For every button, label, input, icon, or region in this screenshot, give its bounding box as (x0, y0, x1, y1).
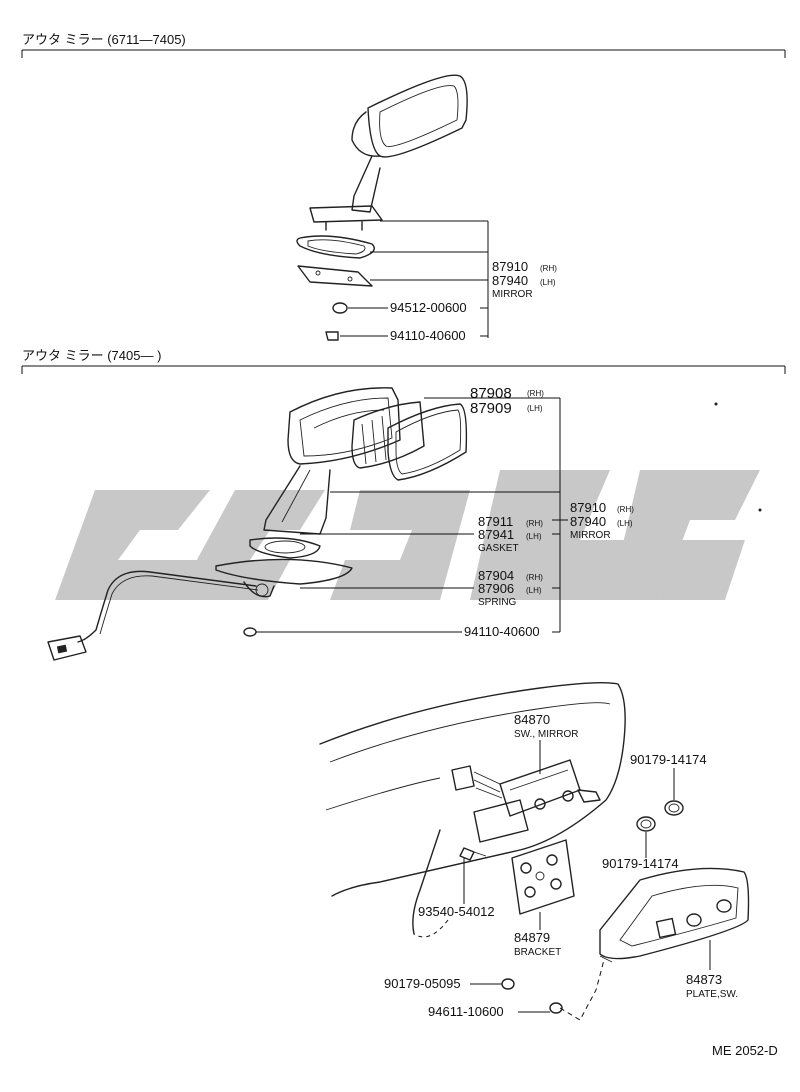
part-number-84879: 84879 (514, 930, 550, 945)
speck (758, 508, 762, 512)
part-number-94512-00600: 94512-00600 (390, 300, 467, 315)
side-rh: (RH) (526, 519, 543, 528)
part-number-84873: 84873 (686, 972, 722, 987)
part-name-bracket: BRACKET (514, 947, 561, 958)
watermark-logo (55, 470, 760, 600)
section-title-early: アウタ ミラー (6711—7405) (22, 32, 186, 47)
part-number-94110-40600: 94110-40600 (464, 624, 540, 639)
part-number-87940: 87940 (570, 514, 606, 529)
part-number-90179-14174: 90179-14174 (630, 752, 707, 767)
mirror-switch-assembly (319, 681, 750, 1014)
part-number-87910: 87910 (570, 500, 606, 515)
side-rh: (RH) (527, 389, 544, 398)
early-leaders (340, 220, 489, 338)
part-number-87910: 87910 (492, 259, 528, 274)
part-name-mirror: MIRROR (492, 289, 533, 300)
diagram-code: ME 2052-D (712, 1043, 778, 1058)
part-number-87904: 87904 (478, 568, 514, 583)
side-lh: (LH) (617, 519, 633, 528)
part-number-87940: 87940 (492, 273, 528, 288)
side-rh: (RH) (617, 505, 634, 514)
side-lh: (LH) (527, 404, 543, 413)
part-number-84870: 84870 (514, 712, 550, 727)
part-number-87909: 87909 (470, 400, 512, 417)
part-number-94611-10600: 94611-10600 (428, 1004, 504, 1019)
part-number-87911: 87911 (478, 514, 513, 529)
side-rh: (RH) (540, 264, 557, 273)
side-rh: (RH) (526, 573, 543, 582)
part-number-87908: 87908 (470, 385, 512, 402)
speck (714, 402, 718, 406)
part-name-gasket: GASKET (478, 543, 519, 554)
part-name-spring: SPRING (478, 597, 517, 608)
side-lh: (LH) (526, 586, 542, 595)
part-name-plate-switch: PLATE,SW. (686, 989, 738, 1000)
early-mirror-assembly (296, 74, 468, 341)
part-number-90179-14174: 90179-14174 (602, 856, 679, 871)
section-title-late: アウタ ミラー (7405— ) (22, 348, 161, 363)
late-mirror-assembly (47, 387, 468, 661)
late-leaders (256, 397, 568, 633)
side-lh: (LH) (540, 278, 556, 287)
side-lh: (LH) (526, 532, 542, 541)
part-number-93540-54012: 93540-54012 (418, 904, 495, 919)
part-number-87941: 87941 (478, 527, 514, 542)
part-number-90179-05095: 90179-05095 (384, 976, 461, 991)
switch-leaders (413, 740, 711, 1021)
part-name-mirror: MIRROR (570, 530, 611, 541)
part-number-87906: 87906 (478, 581, 514, 596)
part-number-94110-40600: 94110-40600 (390, 328, 466, 343)
part-name-switch-mirror: SW., MIRROR (514, 729, 578, 740)
